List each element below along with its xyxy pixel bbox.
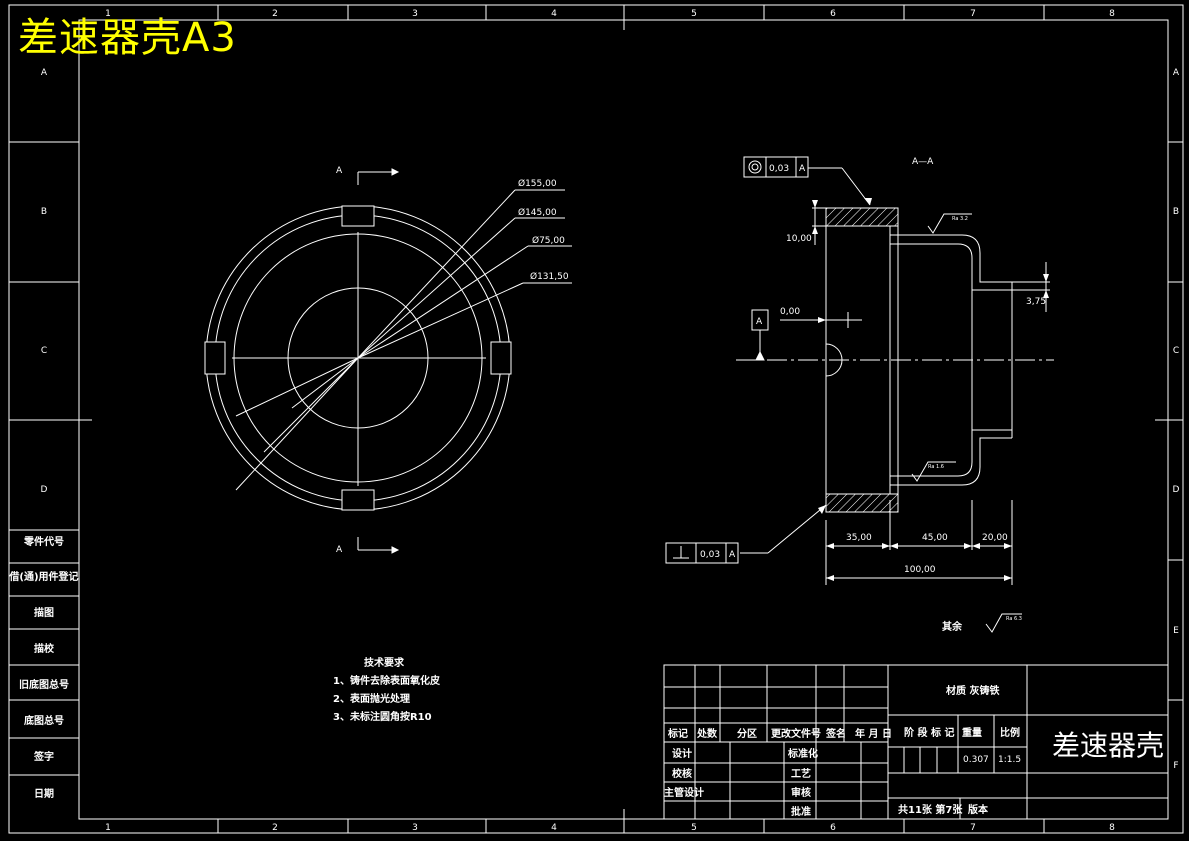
zone-row-label: B: [1173, 207, 1179, 217]
dim-diameter-75: Ø75,00: [532, 235, 565, 246]
tech-item: 3、未标注圆角按R10: [333, 710, 432, 723]
zone-column-label: 6: [830, 9, 836, 19]
dim-len1: 35,00: [846, 533, 872, 543]
dim-len2: 45,00: [922, 533, 948, 543]
watermark-title: 差速器壳A3: [18, 15, 237, 61]
drawing-frame: 1 2 3 4 5 6 7 8 1 2 3 4 5 6 7 8 A B C D A B C D E F: [8, 4, 1184, 834]
tb-role2: 审核: [791, 786, 811, 799]
roughness-rest: Ra 6.3: [1006, 616, 1022, 622]
dim-offset: 0,00: [780, 307, 800, 317]
strip-label: 描校: [34, 642, 55, 655]
concentricity-icon: [748, 160, 762, 174]
tb-header: 处数: [696, 727, 718, 740]
roughness-top: Ra 3.2: [952, 216, 968, 222]
stage-label: 阶 段 标 记: [904, 726, 954, 739]
zone-column-label: 8: [1109, 823, 1115, 833]
tech-item: 2、表面抛光处理: [333, 692, 410, 705]
front-view: [204, 168, 572, 554]
zone-row-label: F: [1173, 761, 1178, 771]
zone-column-label: 6: [830, 823, 836, 833]
tech-title: 技术要求: [364, 656, 405, 669]
title-block-text: 材质 灰铸铁 差速器壳 标记 处数 分区 更改文件号 签名 年 月 日 设计 校…: [664, 684, 1164, 818]
dim-len3: 20,00: [982, 533, 1008, 543]
tb-header: 标记: [667, 727, 688, 740]
tolerance-top-datum: A: [799, 164, 806, 174]
strip-label: 旧底图总号: [19, 678, 69, 691]
dim-diameter-131: Ø131,50: [530, 271, 569, 282]
roughness-bottom: Ra 1.6: [928, 464, 944, 470]
dim-diameter-145: Ø145,00: [518, 207, 557, 218]
tolerance-bottom-value: 0,03: [700, 550, 720, 560]
zone-row-label: E: [1173, 626, 1179, 636]
tb-role: 设计: [672, 747, 692, 760]
section-title: A—A: [912, 157, 934, 167]
strip-label: 签字: [33, 750, 54, 763]
tb-role2: 标准化: [787, 747, 818, 760]
tb-header: 更改文件号: [771, 727, 821, 740]
zone-column-label: 2: [272, 823, 278, 833]
zone-column-label: 5: [691, 9, 697, 19]
datum-box: A: [751, 309, 769, 331]
datum-label: A: [756, 317, 763, 327]
tb-header: 年 月 日: [855, 727, 892, 740]
tolerance-frame-top: 0,03 A: [743, 156, 809, 178]
tolerance-bottom-datum: A: [729, 550, 736, 560]
strip-label: 借(通)用件登记: [8, 570, 78, 583]
zone-column-label: 3: [412, 9, 418, 19]
zone-column-label: 1: [105, 9, 111, 19]
section-marker-bottom: A: [336, 545, 343, 555]
zone-column-label: 5: [691, 823, 697, 833]
zone-column-label: 1: [105, 823, 111, 833]
dim-wall: 10,00: [786, 234, 812, 244]
tb-role: 主管设计: [664, 786, 704, 799]
tb-header: 签名: [825, 727, 846, 740]
section-marker-top: A: [336, 166, 343, 176]
tolerance-frame-bottom: 0,03 A: [665, 542, 739, 564]
zone-row-label: D: [1173, 485, 1180, 495]
zone-column-label: 4: [551, 9, 557, 19]
zone-row-label: C: [1173, 346, 1179, 356]
zone-column-label: 3: [412, 823, 418, 833]
zone-row-label: B: [41, 207, 47, 217]
scale-value: 1:1.5: [998, 755, 1021, 765]
strip-label: 描图: [34, 606, 54, 619]
zone-column-label: 8: [1109, 9, 1115, 19]
zone-row-label: A: [1173, 68, 1180, 78]
tb-role: 校核: [672, 767, 692, 780]
part-name: 差速器壳: [1052, 729, 1164, 762]
weight-label: 重量: [962, 726, 982, 739]
dim-total: 100,00: [904, 565, 936, 575]
zone-row-label: C: [41, 346, 47, 356]
zone-column-label: 7: [970, 9, 976, 19]
weight-value: 0.307: [963, 755, 989, 765]
section-view: [736, 167, 1054, 585]
tb-role2: 工艺: [791, 767, 811, 780]
zone-column-label: 7: [970, 823, 976, 833]
tb-role2: 批准: [791, 805, 811, 818]
strip-label: 日期: [34, 787, 54, 800]
rest-label: 其余: [942, 620, 963, 633]
roughness-icon: [985, 613, 1022, 633]
tolerance-top-value: 0,03: [769, 164, 789, 174]
zone-row-label: D: [41, 485, 48, 495]
strip-label: 底图总号: [24, 714, 64, 727]
zone-column-label: 4: [551, 823, 557, 833]
tech-requirements: 技术要求 1、铸件去除表面氧化皮 2、表面抛光处理 3、未标注圆角按R10: [333, 656, 440, 723]
title-block: [663, 664, 1169, 820]
dim-step: 3,75: [1026, 297, 1046, 307]
strip-label: 零件代号: [23, 535, 64, 548]
scale-label: 比例: [1000, 726, 1020, 739]
material: 材质 灰铸铁: [946, 684, 999, 697]
zone-row-label: A: [41, 68, 48, 78]
tech-item: 1、铸件去除表面氧化皮: [333, 674, 440, 687]
dim-diameter-155: Ø155,00: [518, 178, 557, 189]
version-label: 版本: [968, 803, 989, 816]
sheet-count: 共11张 第7张: [898, 803, 963, 816]
zone-column-label: 2: [272, 9, 278, 19]
tb-header: 分区: [737, 727, 757, 740]
left-strip: 零件代号 借(通)用件登记 描图 描校 旧底图总号 底图总号 签字 日期: [8, 535, 78, 800]
